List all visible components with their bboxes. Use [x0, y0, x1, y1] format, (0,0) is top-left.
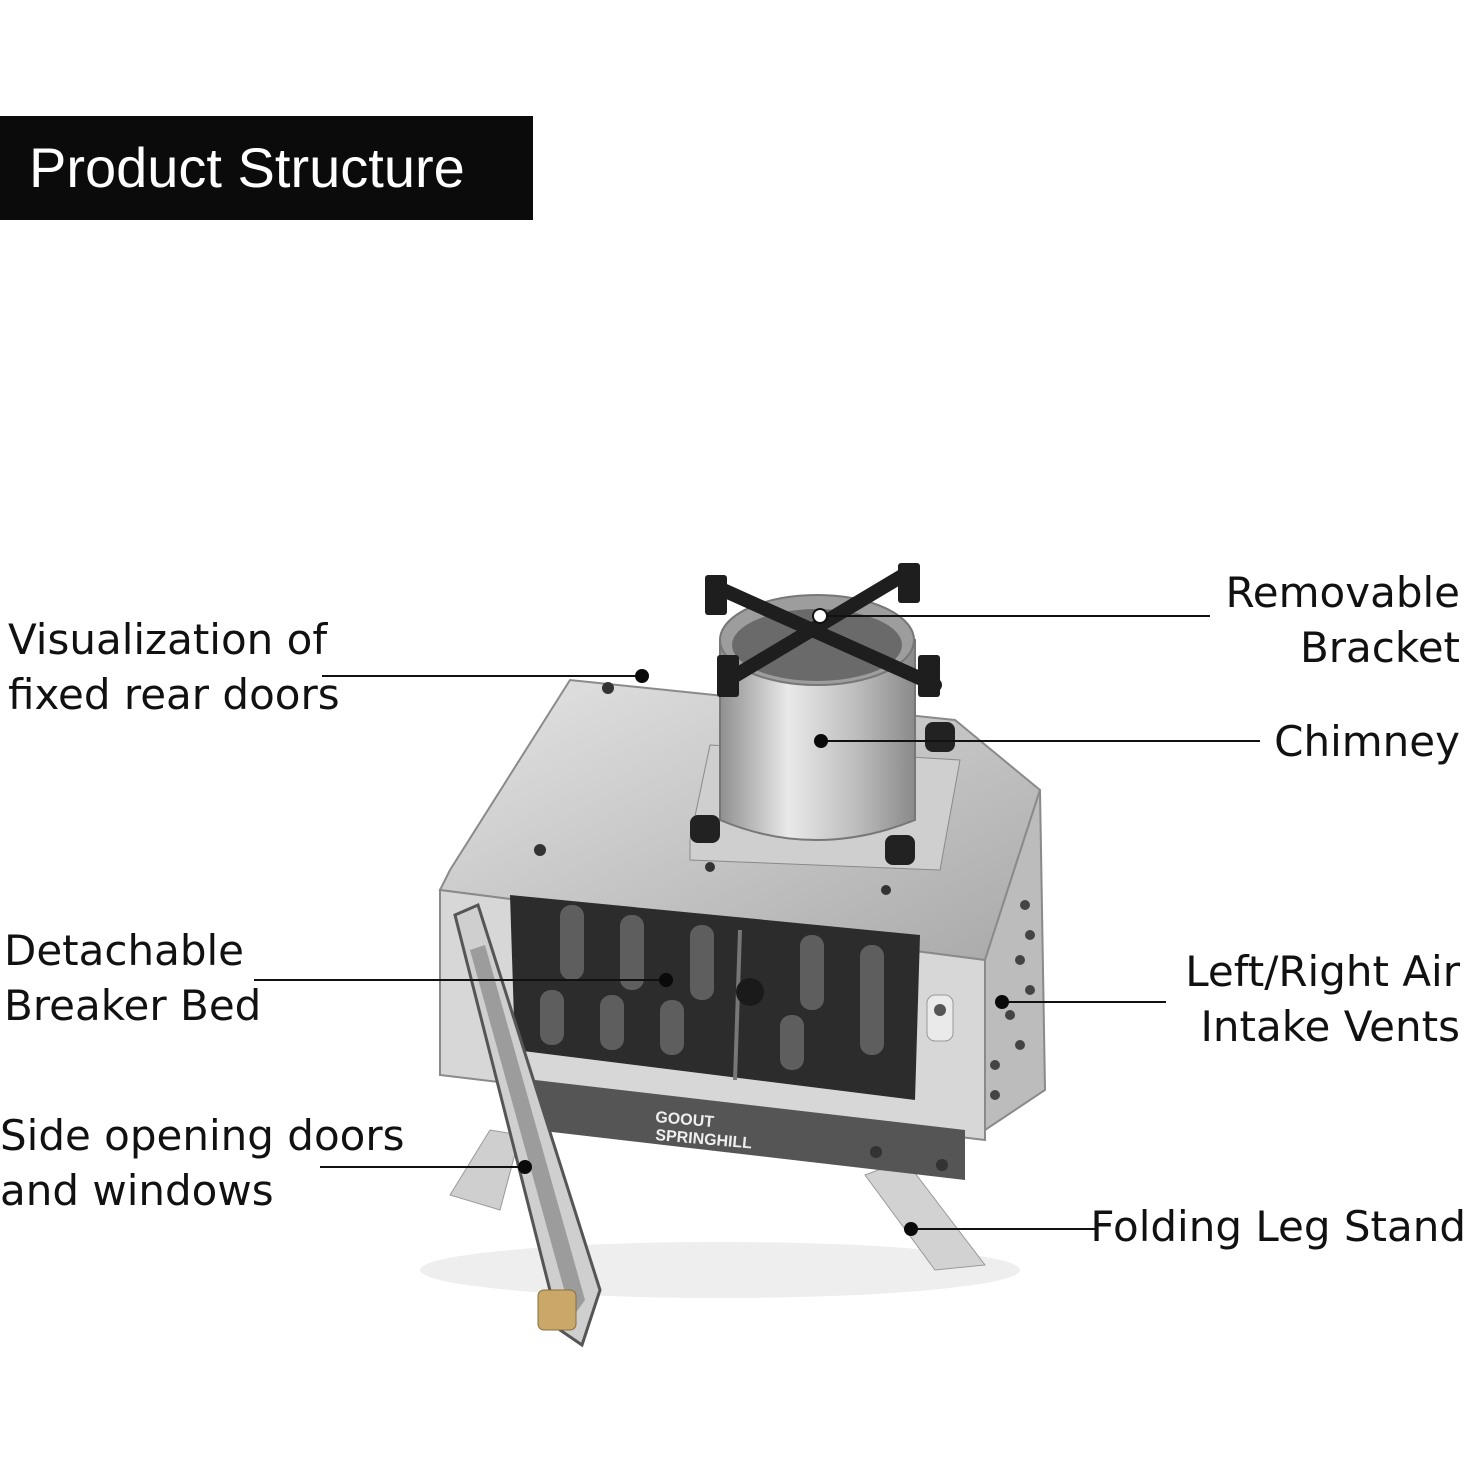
label-line: Removable — [1225, 568, 1460, 617]
label-line: Detachable — [4, 926, 245, 975]
label-chimney: Chimney — [1274, 714, 1460, 769]
label-air-intake-vents: Left/Right Air Intake Vents — [1185, 944, 1460, 1054]
label-line: Visualization of — [8, 615, 328, 664]
label-line: Side opening doors — [0, 1111, 405, 1160]
label-breaker-bed: Detachable Breaker Bed — [4, 923, 261, 1033]
brand-logo-line1: GOOUT — [655, 1109, 715, 1131]
side-door-mesh — [470, 945, 585, 1318]
page-title: Product Structure — [0, 116, 533, 220]
door-knob — [537, 1289, 577, 1331]
label-line: Breaker Bed — [4, 981, 262, 1030]
callout-lines — [254, 615, 1260, 1230]
label-side-doors: Side opening doors and windows — [0, 1108, 405, 1218]
air-intake-vents — [990, 900, 1035, 1100]
label-line: Folding Leg Stand — [1090, 1202, 1466, 1251]
label-line: fixed rear doors — [8, 670, 340, 719]
removable-bracket — [705, 563, 942, 692]
callout-dots — [518, 608, 1009, 1236]
base-bar — [535, 1080, 965, 1180]
label-fixed-rear-doors: Visualization of fixed rear doors — [8, 612, 340, 722]
label-line: Chimney — [1274, 717, 1460, 766]
label-line: Bracket — [1299, 623, 1460, 672]
label-line: Left/Right Air — [1185, 947, 1460, 996]
knobs — [690, 722, 955, 865]
label-removable-bracket: Removable Bracket — [1225, 565, 1460, 675]
label-line: Intake Vents — [1200, 1002, 1460, 1051]
breaker-bed-grate — [540, 905, 884, 1070]
label-line: and windows — [0, 1166, 274, 1215]
left-leg — [449, 1129, 521, 1211]
label-folding-leg-stand: Folding Leg Stand — [1090, 1199, 1466, 1254]
